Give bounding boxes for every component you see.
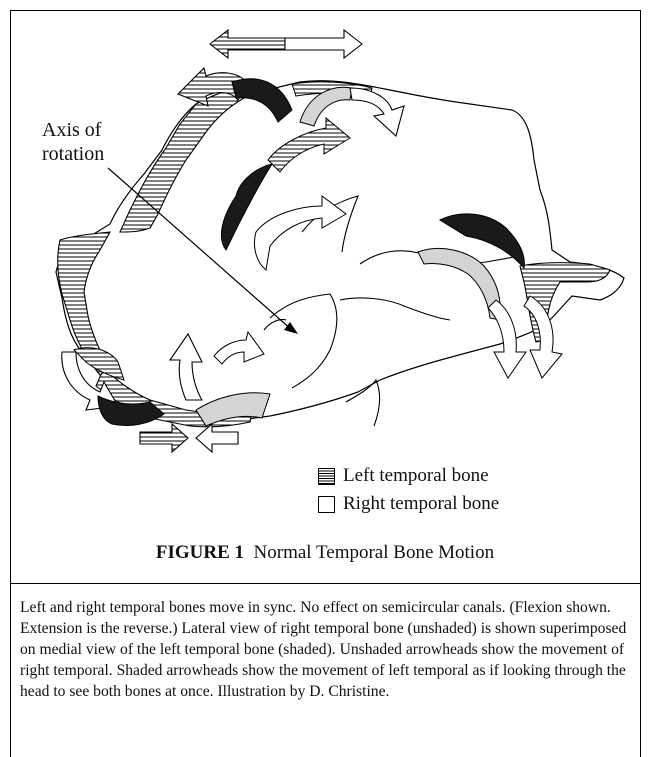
- figure-caption: Left and right temporal bones move in sy…: [20, 597, 632, 702]
- axis-of-rotation-label: Axis of rotation: [42, 118, 152, 166]
- legend-item-left: Left temporal bone: [318, 462, 499, 490]
- legend-item-right: Right temporal bone: [318, 490, 499, 518]
- figure-number: FIGURE 1: [156, 542, 244, 563]
- top-double-arrow: [210, 30, 362, 58]
- figure-title: FIGURE 1 Normal Temporal Bone Motion: [0, 542, 650, 564]
- bottom-right-pointing-striped-arrow: [140, 424, 188, 452]
- temporal-bone-illustration: [0, 0, 650, 540]
- bottom-left-pointing-plain-arrow: [196, 424, 238, 452]
- striped-swatch-icon: [318, 468, 335, 485]
- legend-left-label: Left temporal bone: [343, 465, 489, 487]
- figure-title-text: Normal Temporal Bone Motion: [254, 542, 495, 563]
- legend-right-label: Right temporal bone: [343, 493, 499, 515]
- legend: Left temporal bone Right temporal bone: [318, 462, 499, 518]
- axis-label-line2: rotation: [42, 142, 152, 166]
- plain-swatch-icon: [318, 496, 335, 513]
- axis-label-line1: Axis of: [42, 118, 152, 142]
